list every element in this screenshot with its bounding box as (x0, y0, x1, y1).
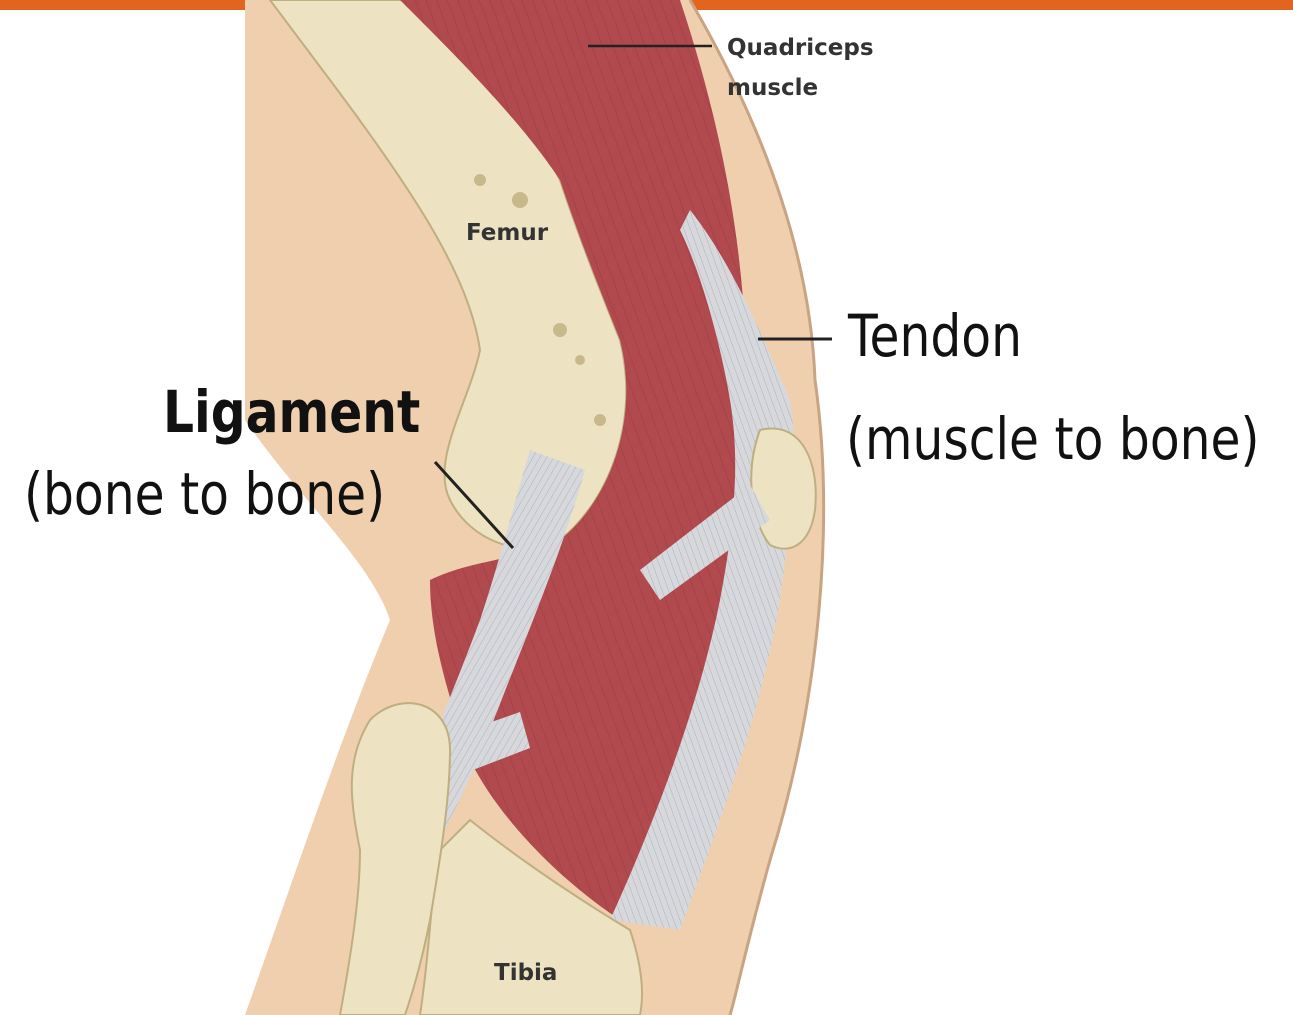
tendon-label: Tendon (848, 302, 1022, 370)
tendon-description: (muscle to bone) (846, 405, 1260, 473)
quadriceps-label: Quadriceps (727, 33, 874, 63)
ligament-description: (bone to bone) (24, 460, 385, 528)
tibia-label: Tibia (494, 958, 557, 988)
femur-label: Femur (466, 218, 548, 248)
ligament-label: Ligament (163, 378, 420, 446)
muscle-label: muscle (727, 73, 818, 103)
